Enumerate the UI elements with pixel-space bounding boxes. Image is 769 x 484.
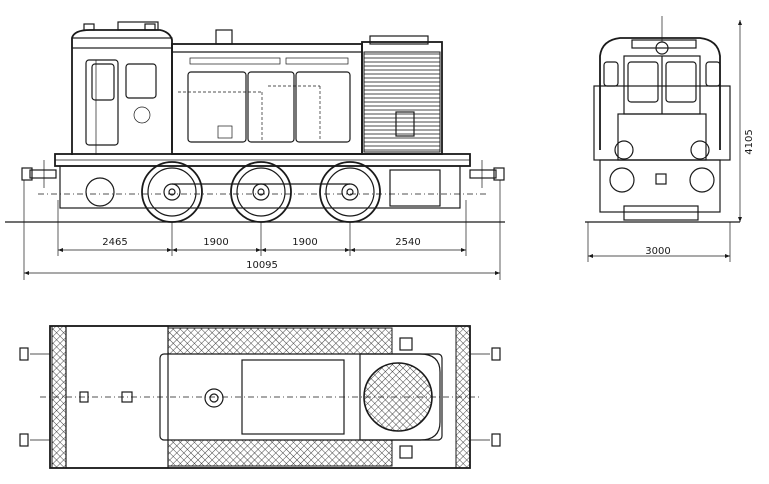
cab-window <box>125 63 157 99</box>
dim-overall-length: 10095 <box>246 260 278 271</box>
dim-width: 3000 <box>645 246 670 257</box>
mesh-top <box>167 327 393 355</box>
dim-rear-overhang: 2540 <box>395 237 420 248</box>
dim-height: 4105 <box>744 129 755 154</box>
wheel-3 <box>319 161 381 223</box>
cab <box>71 21 173 155</box>
front-buffer <box>21 160 57 188</box>
dim-axle-spacing-1: 1900 <box>203 237 228 248</box>
radiator-section <box>361 35 443 155</box>
top-view <box>19 325 501 469</box>
mesh-bottom <box>167 439 393 467</box>
frame <box>38 153 488 209</box>
cab-door-window <box>91 63 115 101</box>
side-view: 2465 1900 1900 2540 10095 <box>5 21 505 280</box>
radiator-grille <box>363 51 441 153</box>
engine-hood <box>171 29 363 155</box>
dim-axle-spacing-2: 1900 <box>292 237 317 248</box>
rear-buffer <box>469 160 505 188</box>
wheel-2 <box>230 161 292 223</box>
cab-door <box>85 59 119 146</box>
dim-front-overhang: 2465 <box>102 237 127 248</box>
side-dimensions <box>23 180 501 280</box>
wheel-1 <box>141 161 203 223</box>
end-view: 4105 3000 <box>585 16 755 262</box>
